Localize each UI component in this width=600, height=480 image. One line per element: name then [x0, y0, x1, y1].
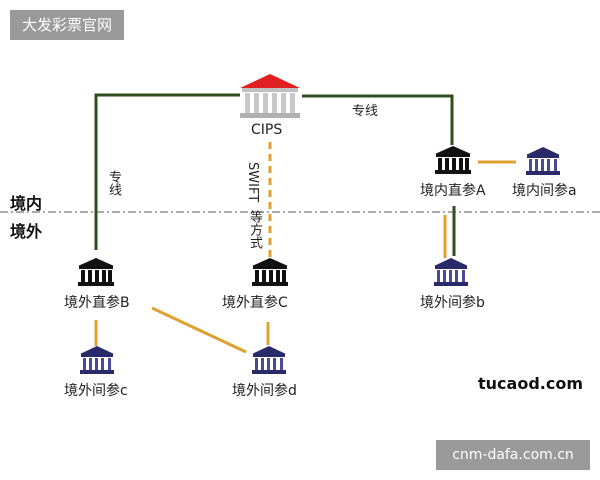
domestic-direct-a-icon	[435, 146, 471, 174]
foreign-indirect-d-icon	[252, 346, 286, 374]
foreign-indirect-c-icon	[80, 346, 114, 374]
cips-bank-icon	[240, 74, 300, 118]
foreign-indirect-b-label: 境外间参b	[420, 295, 485, 311]
foreign-direct-b-label: 境外直参B	[64, 295, 130, 311]
foreign-direct-b-icon	[78, 258, 114, 286]
foreign-direct-c-icon	[252, 258, 288, 286]
domestic-indirect-a-label: 境内间参a	[512, 183, 577, 199]
domestic-indirect-a-icon	[526, 147, 560, 175]
dedicated-line-cips-to-b	[94, 93, 240, 250]
dedicated-line-cips-to-a	[302, 94, 454, 145]
foreign-indirect-c-label: 境外间参c	[64, 383, 128, 399]
foreign-direct-c-label: 境外直参C	[222, 295, 288, 311]
foreign-indirect-b-icon	[434, 258, 468, 286]
zone-domestic-label: 境内	[10, 194, 43, 213]
dedicated-line-label-left: 专线	[106, 170, 121, 196]
swift-suffix-label: 等方式	[247, 210, 262, 249]
brand-text: tucaod.com	[478, 374, 583, 393]
link-b-to-d	[151, 306, 247, 354]
zone-foreign-label: 境外	[10, 222, 43, 241]
domestic-direct-a-label: 境内直参A	[420, 183, 486, 199]
watermark-top: 大发彩票官网	[10, 10, 124, 40]
swift-label: SWIFT	[245, 162, 260, 203]
cips-label: CIPS	[251, 122, 283, 138]
watermark-bottom: cnm-dafa.com.cn	[436, 440, 590, 470]
foreign-indirect-d-label: 境外间参d	[232, 383, 297, 399]
dedicated-line-label-top: 专线	[352, 104, 379, 119]
